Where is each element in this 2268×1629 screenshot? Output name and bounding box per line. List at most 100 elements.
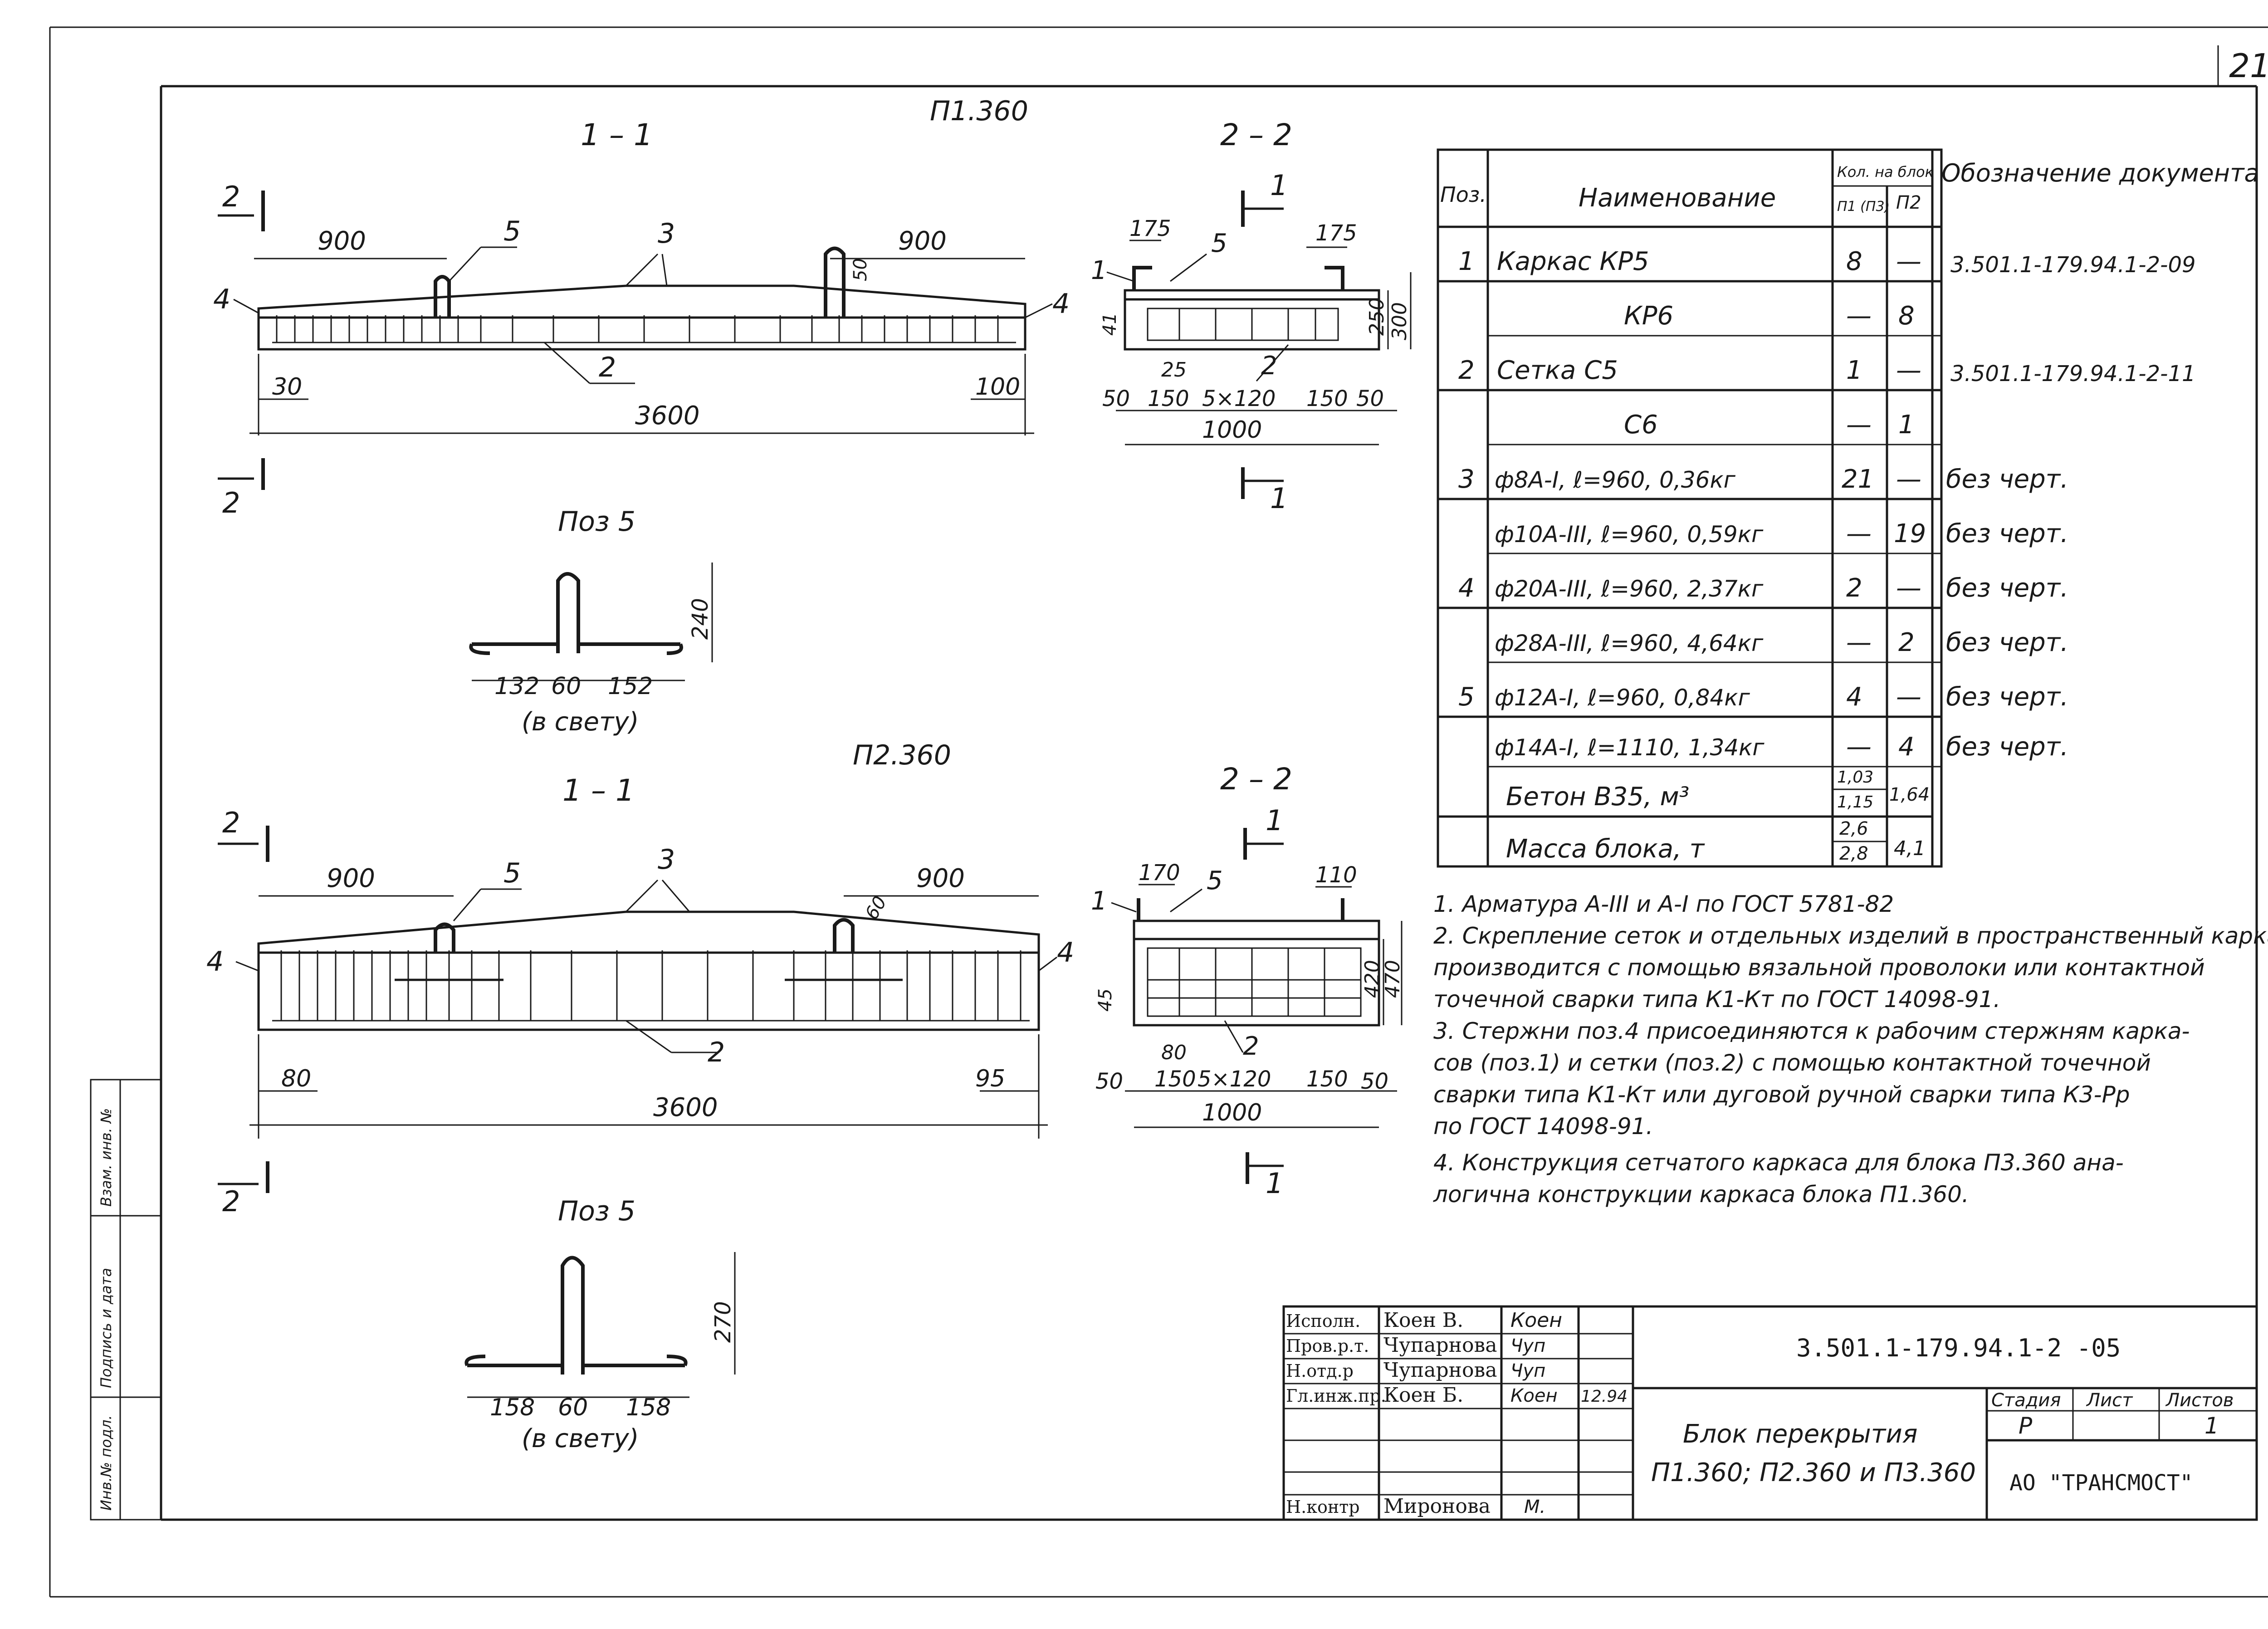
p2-s22-d80: 80	[1161, 1041, 1187, 1064]
note-line: 1. Арматура А-III и А-I по ГОСТ 5781-82	[1433, 891, 1894, 917]
spec-row-doc: без черт.	[1946, 732, 2068, 762]
p1-dim-30: 30	[272, 373, 302, 401]
spec-row: 3 ф8А-I, ℓ=960, 0,36кг 21 — без черт.	[1458, 465, 2068, 494]
p1-dim-100: 100	[975, 373, 1020, 401]
p2-s22-pos2: 2	[1243, 1032, 1259, 1061]
p2-dim-80: 80	[281, 1065, 311, 1092]
title-signature: М.	[1524, 1497, 1545, 1517]
spec-row: С6 — 1	[1624, 410, 1915, 440]
p1-s22-pos1: 1	[1091, 256, 1107, 285]
margin-stamp-label-2: Подпись и дата	[98, 1268, 115, 1388]
spec-row-p2: 8	[1898, 301, 1915, 331]
spec-concrete-p1-top: 1,03	[1837, 768, 1873, 787]
p2-section-1-1: 1 – 1 2 2 5	[206, 773, 1074, 1218]
p1-pos5-detail-title: Поз 5	[558, 506, 635, 538]
note-line: точечной сварки типа К1-Кт по ГОСТ 14098…	[1433, 986, 2000, 1013]
title-stage: Р	[2019, 1413, 2033, 1439]
title-signature: Коен	[1510, 1385, 1558, 1406]
p1-pos4-label-right: 4	[1052, 288, 1070, 320]
note-line: логична конструкции каркаса блока П1.360…	[1433, 1181, 1969, 1208]
p2-s22-d150b: 150	[1306, 1066, 1348, 1092]
title-role: Н.отд.р	[1286, 1361, 1354, 1381]
title-stage-header: Стадия	[1991, 1390, 2061, 1411]
title-name: Миронова	[1383, 1495, 1491, 1518]
spec-row-p1: 8	[1846, 247, 1862, 276]
p2-pos5-note: (в свету)	[522, 1424, 639, 1453]
p1-pos5-label: 5	[503, 215, 521, 247]
p1-pos5-d60: 60	[551, 673, 581, 700]
p2-s22-d420: 420	[1361, 960, 1384, 998]
p2-pos2-label: 2	[708, 1037, 725, 1068]
block-p2-title: П2.360	[853, 739, 951, 771]
sheet-frame: 21	[49, 26, 2268, 1598]
p1-s22-d5x120: 5×120	[1202, 386, 1276, 411]
spec-row-p1: 4	[1846, 682, 1862, 712]
p2-s22-d45: 45	[1095, 988, 1116, 1012]
note-line: сов (поз.1) и сетки (поз.2) с помощью ко…	[1433, 1050, 2151, 1076]
spec-row-p2: —	[1896, 682, 1921, 712]
title-name: Коен Б.	[1383, 1384, 1463, 1407]
spec-mass-p2: 4,1	[1894, 837, 1926, 860]
spec-row: 2 Сетка С5 1 — 3.501.1-179.94.1-2-11	[1458, 356, 2196, 386]
p1-pos5-d240: 240	[688, 598, 713, 640]
p2-s22-d5x120: 5×120	[1198, 1066, 1271, 1092]
p2-s22-d170: 170	[1139, 860, 1180, 885]
spec-row-doc: без черт.	[1946, 682, 2068, 712]
spec-row-p1: —	[1846, 519, 1872, 548]
note-line: по ГОСТ 14098-91.	[1433, 1113, 1653, 1140]
p2-section-2-2-label: 2 – 2	[1220, 762, 1292, 797]
p2-cut-2-top: 2	[222, 806, 240, 839]
title-signature: Чуп	[1510, 1360, 1545, 1381]
spec-row-name: ф8А-I, ℓ=960, 0,36кг	[1495, 467, 1736, 493]
title-role: Исполн.	[1286, 1311, 1360, 1331]
notes: 1. Арматура А-III и А-I по ГОСТ 5781-82 …	[1433, 891, 2268, 1208]
p2-s22-d50b: 50	[1361, 1069, 1388, 1094]
title-code: 3.501.1-179.94.1-2 -05	[1796, 1334, 2121, 1362]
spec-row-p1: 1	[1846, 356, 1862, 385]
spec-row: 4 ф20А-III, ℓ=960, 2,37кг 2 — без черт.	[1458, 573, 2068, 603]
spec-row-pos: 2	[1458, 356, 1475, 385]
p2-s22-pos5: 5	[1207, 866, 1223, 895]
p2-s22-pos1: 1	[1091, 886, 1107, 916]
p1-dim-900-left: 900	[318, 226, 366, 256]
spec-row: КР6 — 8	[1624, 301, 1915, 331]
title-role: Гл.инж.пр.	[1286, 1386, 1386, 1406]
spec-row: ф14А-I, ℓ=1110, 1,34кг — 4 без черт.	[1495, 732, 2068, 762]
title-name: Коен В.	[1383, 1309, 1463, 1332]
spec-header-doc: Обозначение документа	[1941, 159, 2259, 187]
p1-section-2-2-label: 2 – 2	[1220, 117, 1292, 152]
p1-s22-d41: 41	[1100, 313, 1120, 336]
title-line-2: П1.360; П2.360 и П3.360	[1651, 1458, 1976, 1487]
spec-row-p2: —	[1896, 465, 1921, 494]
spec-row: 1 Каркас КР5 8 — 3.501.1-179.94.1-2-09	[1458, 247, 2196, 278]
spec-row-pos: 1	[1458, 247, 1475, 276]
spec-concrete-p1-bottom: 1,15	[1837, 793, 1873, 812]
spec-row-name: С6	[1624, 410, 1658, 440]
p2-cut-2-bottom: 2	[222, 1185, 240, 1218]
p1-s22-d175a: 175	[1129, 216, 1171, 241]
spec-row-doc: без черт.	[1946, 465, 2068, 494]
p1-cut-1-bottom: 1	[1270, 482, 1288, 515]
p1-cut-2-bottom: 2	[222, 486, 240, 519]
spec-header-name: Наименование	[1579, 183, 1776, 213]
p2-pos5-label: 5	[503, 857, 521, 889]
spec-row: ф28А-III, ℓ=960, 4,64кг — 2 без черт.	[1495, 628, 2068, 657]
spec-mass-p1-bottom: 2,8	[1839, 843, 1868, 864]
spec-header-p2: П2	[1896, 192, 1921, 213]
spec-row-pos: 3	[1458, 465, 1475, 494]
margin-stamp: Инв.№ подл. Подпись и дата Взам. инв. №	[90, 1079, 162, 1521]
spec-row-name: КР6	[1624, 301, 1673, 331]
margin-stamp-label-3: Взам. инв. №	[98, 1108, 115, 1207]
p1-s22-d175b: 175	[1315, 220, 1357, 246]
p1-section-1-1: 1 – 1 2 2	[213, 117, 1070, 519]
p1-section-1-1-label: 1 – 1	[581, 117, 653, 152]
spec-row-p1: —	[1846, 410, 1872, 440]
spec-row-name: ф14А-I, ℓ=1110, 1,34кг	[1495, 734, 1765, 761]
p1-dim-3600: 3600	[635, 401, 700, 430]
p2-cut-1-bottom: 1	[1266, 1167, 1283, 1200]
p1-dim-900-right: 900	[898, 226, 947, 256]
p2-s22-d1000: 1000	[1202, 1099, 1262, 1126]
block-p1-title: П1.360	[930, 95, 1028, 127]
spec-row-doc: без черт.	[1946, 519, 2068, 548]
spec-row: ф10А-III, ℓ=960, 0,59кг — 19 без черт.	[1495, 519, 2068, 548]
